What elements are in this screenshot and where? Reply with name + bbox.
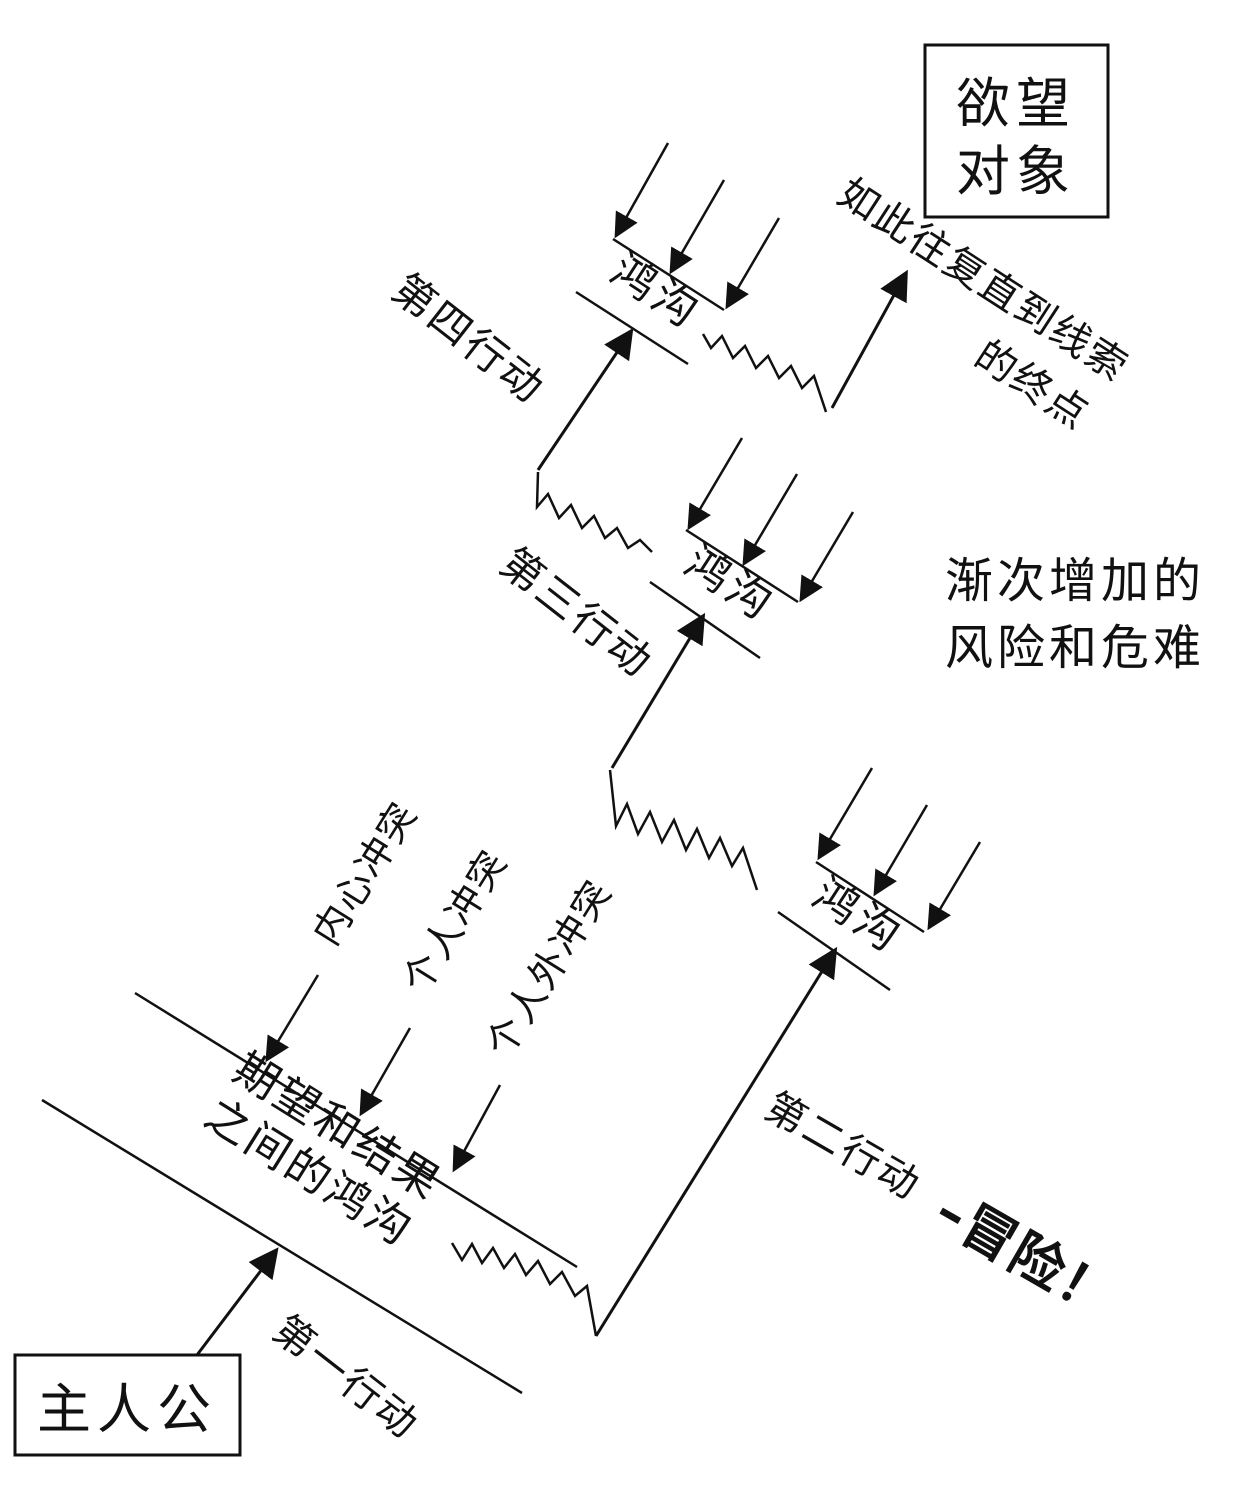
setback-zigzag-3	[535, 471, 653, 553]
setback-zigzag-1	[450, 1241, 598, 1337]
gap2-line-bottom	[649, 580, 761, 660]
gap3-pressure-arrow-1	[614, 142, 670, 239]
main-gap-line-top	[134, 991, 578, 1269]
gap1-pressure-arrow-3	[927, 841, 982, 931]
personal-conflict-label: 个人冲突	[394, 842, 516, 1001]
action4-label: 第四行动	[383, 264, 555, 413]
action2-arrow	[594, 946, 838, 1337]
gap2-pressure-arrow-3	[799, 511, 855, 603]
goal-box	[923, 43, 1110, 219]
hero-box	[13, 1353, 242, 1457]
gap1-pressure-arrow-2	[873, 804, 929, 897]
gap3-pressure-arrow-2	[669, 179, 726, 275]
inner-conflict-label: 内心冲突	[304, 794, 426, 953]
gap2-pressure-arrow-1	[687, 437, 744, 531]
main-gap-label: 期望和结果 之间的鸿沟	[196, 1043, 451, 1257]
action2-adventure: –冒险！	[925, 1179, 1127, 1332]
extra-personal-conflict-arrow	[452, 1084, 502, 1173]
action2-label: 第二行动 –冒险！	[757, 1084, 1127, 1332]
repeat-arrow	[830, 269, 908, 409]
gap1-line-bottom	[777, 910, 891, 992]
action3-arrow	[610, 612, 706, 769]
gap1-line-top	[815, 860, 925, 934]
extra-personal-conflict-label: 个人外冲突	[477, 872, 620, 1065]
risk-label-line1: 渐次增加的	[945, 553, 1205, 609]
inner-conflict-arrow	[265, 974, 320, 1063]
action3-label: 第三行动	[491, 538, 663, 687]
main-gap-line-bottom	[41, 1098, 523, 1395]
gap2-label: 鸿沟	[676, 536, 784, 631]
personal-conflict-arrow	[359, 1027, 412, 1117]
gap3-line-top	[612, 237, 725, 312]
gap3-label: 鸿沟	[602, 244, 710, 339]
gap3-line-bottom	[575, 290, 689, 366]
risk-label-line2: 风险和危难	[945, 620, 1205, 676]
gap1-pressure-arrow-1	[817, 767, 874, 861]
gap2-line-top	[685, 528, 799, 604]
goal-label-line2: 对象	[956, 140, 1076, 203]
setback-zigzag-4	[701, 333, 828, 413]
gap2-pressure-arrow-2	[742, 473, 799, 567]
action2-label-text: 第二行动	[757, 1084, 929, 1210]
gap1-label: 鸿沟	[804, 868, 912, 963]
goal-label-line1: 欲望	[956, 72, 1076, 135]
setback-zigzag-2	[608, 769, 759, 891]
action1-label: 第一行动	[264, 1307, 428, 1449]
action1-arrow	[195, 1247, 279, 1356]
gap3-pressure-arrow-3	[725, 217, 781, 310]
hero-label: 主人公	[37, 1378, 217, 1441]
action4-arrow	[536, 328, 634, 471]
